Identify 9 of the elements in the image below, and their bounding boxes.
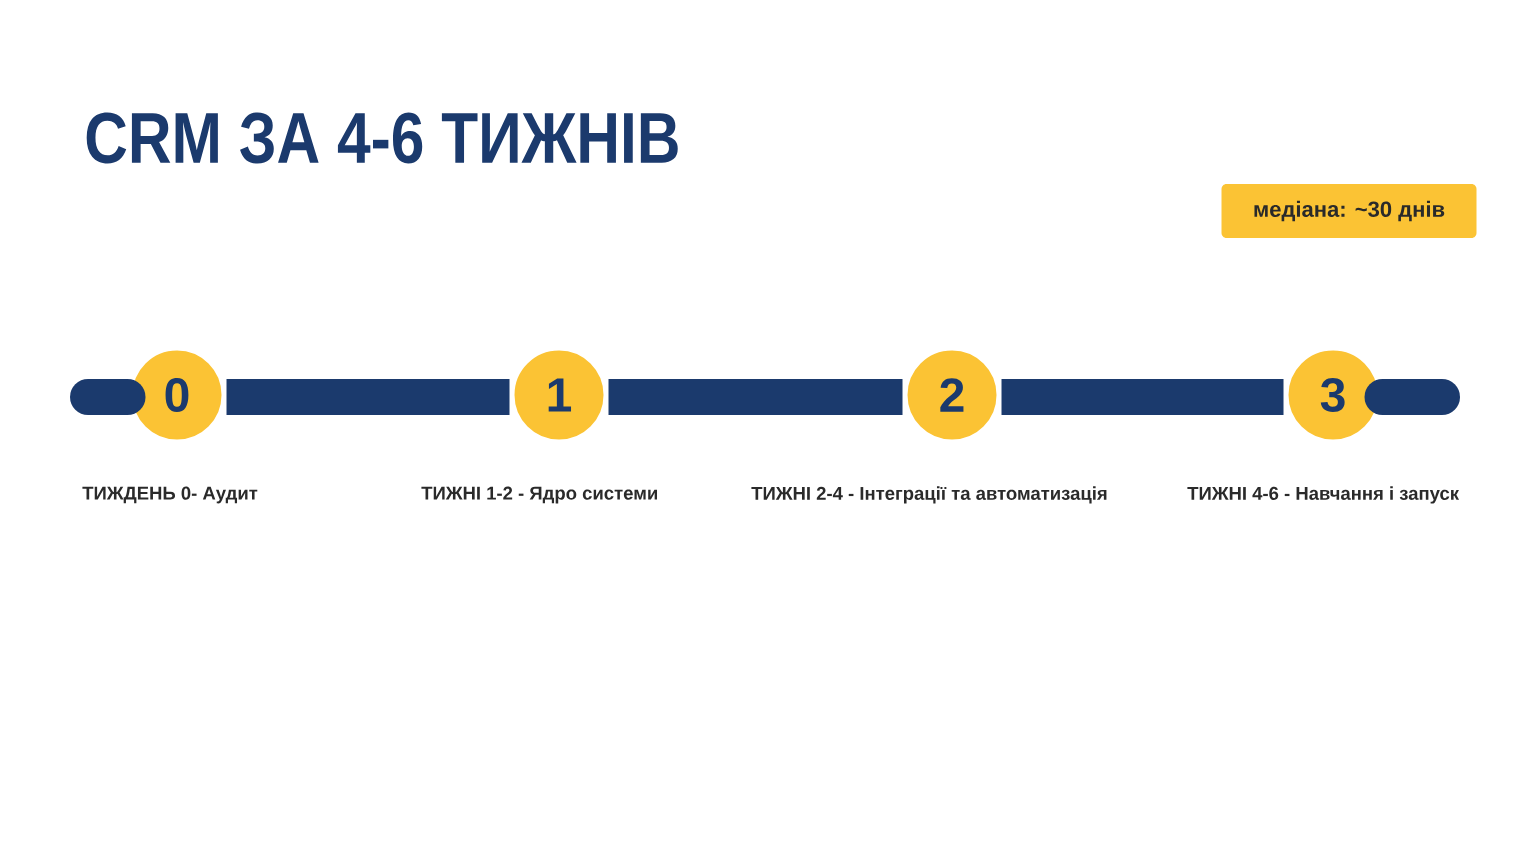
step-label: ТИЖНІ 1-2 - Ядро системи (421, 486, 657, 504)
timeline-segment (226, 379, 510, 415)
step-label: ТИЖНІ 2-4 - Інтеграції та автоматизація (751, 486, 1107, 504)
timeline-segment (1001, 379, 1284, 415)
median-badge: медіана: ~30 днів (1221, 184, 1477, 238)
timeline-segment (608, 379, 903, 415)
step-label: ТИЖНІ 4-6 - Навчання і запуск (1187, 486, 1460, 504)
title: CRM ЗА 4-6 ТИЖНІВ (86, 112, 678, 164)
step-label: ТИЖДЕНЬ 0- Аудит (82, 486, 258, 504)
